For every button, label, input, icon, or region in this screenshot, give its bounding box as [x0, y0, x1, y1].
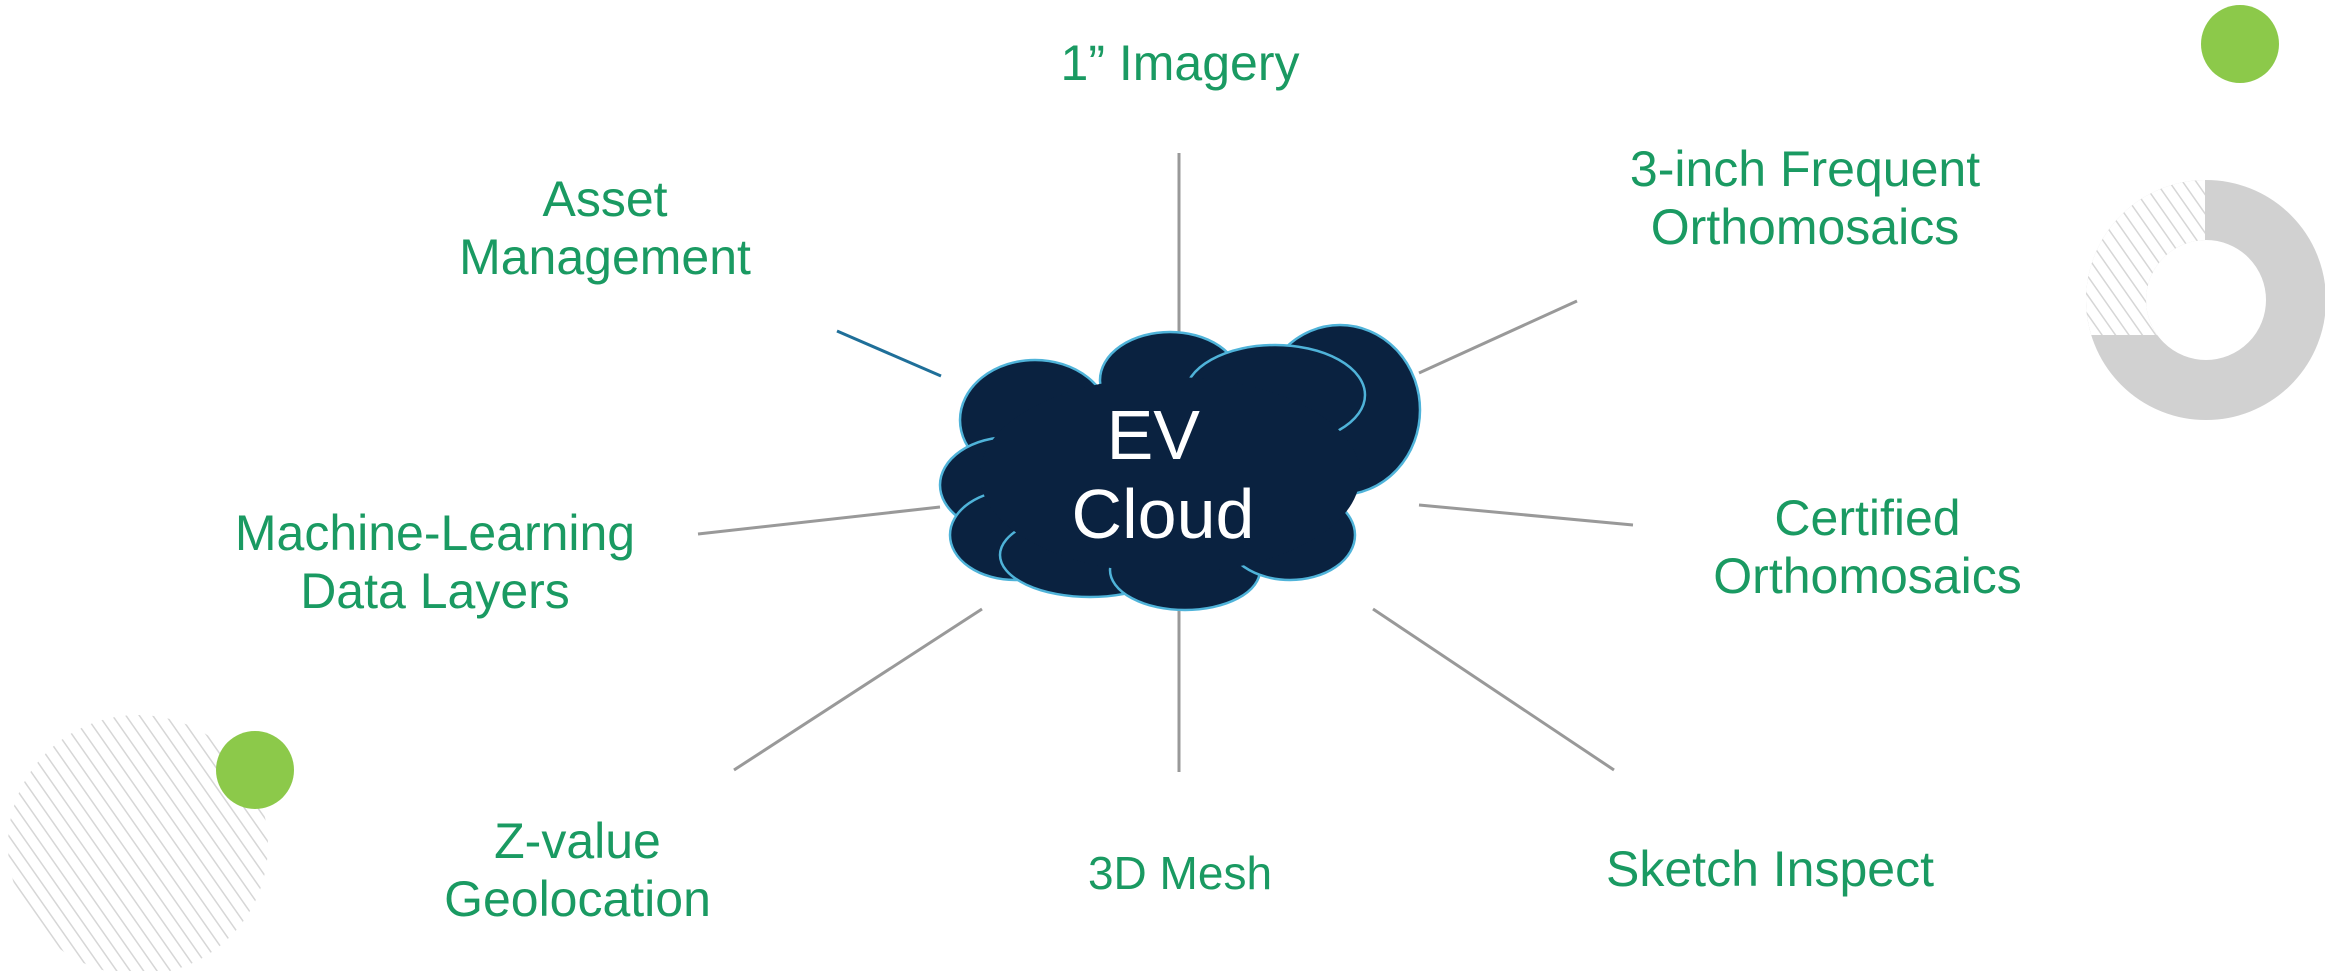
decorations — [8, 5, 2325, 971]
label-geolocation-line-2: Geolocation — [444, 871, 711, 927]
label-mesh: 3D Mesh — [1030, 844, 1330, 902]
connector-certified-orthomosaics — [1418, 503, 1634, 527]
label-certified-orthomosaics: Certified Orthomosaics — [1630, 489, 2105, 605]
connector-sketch-inspect — [1372, 607, 1615, 772]
label-sketch-inspect: Sketch Inspect — [1570, 840, 1970, 898]
label-ml-layers-line-1: Machine-Learning — [234, 505, 636, 561]
label-sketch-inspect-line-1: Sketch Inspect — [1606, 841, 1934, 897]
label-frequent-orthomosaics-line-1: 3-inch Frequent — [1629, 141, 1981, 197]
label-imagery: 1” Imagery — [980, 34, 1380, 92]
label-imagery-line-1: 1” Imagery — [1060, 35, 1300, 91]
label-frequent-orthomosaics-line-2: Orthomosaics — [1650, 199, 1960, 255]
label-asset-management-line-2: Management — [459, 229, 751, 285]
connector-asset-management — [836, 329, 942, 378]
cloud-title-line-1: EV — [1107, 396, 1201, 474]
label-geolocation: Z-value Geolocation — [380, 812, 775, 928]
connector-frequent-orthomosaics — [1418, 299, 1578, 375]
gray-ring — [2086, 180, 2325, 420]
label-frequent-orthomosaics: 3-inch Frequent Orthomosaics — [1555, 140, 2055, 256]
connectors — [697, 153, 1634, 772]
label-ml-layers-line-2: Data Layers — [300, 563, 570, 619]
label-geolocation-line-1: Z-value — [494, 813, 661, 869]
striped-circle-bottom-left — [8, 715, 268, 971]
cloud-title: EV Cloud — [1072, 396, 1255, 553]
cloud-title-line-2: Cloud — [1072, 475, 1255, 553]
green-dot-top-right — [2201, 5, 2279, 83]
label-ml-layers: Machine-Learning Data Layers — [200, 504, 670, 620]
label-mesh-line-1: 3D Mesh — [1087, 847, 1273, 899]
label-certified-orthomosaics-line-1: Certified — [1774, 490, 1961, 546]
connector-geolocation — [733, 607, 983, 772]
label-asset-management: Asset Management — [405, 170, 805, 286]
connector-ml-layers — [697, 505, 941, 536]
green-dot-bottom-left — [216, 731, 294, 809]
label-certified-orthomosaics-line-2: Orthomosaics — [1713, 548, 2022, 604]
label-asset-management-line-1: Asset — [542, 171, 668, 227]
ev-cloud: EV Cloud — [938, 323, 1422, 612]
